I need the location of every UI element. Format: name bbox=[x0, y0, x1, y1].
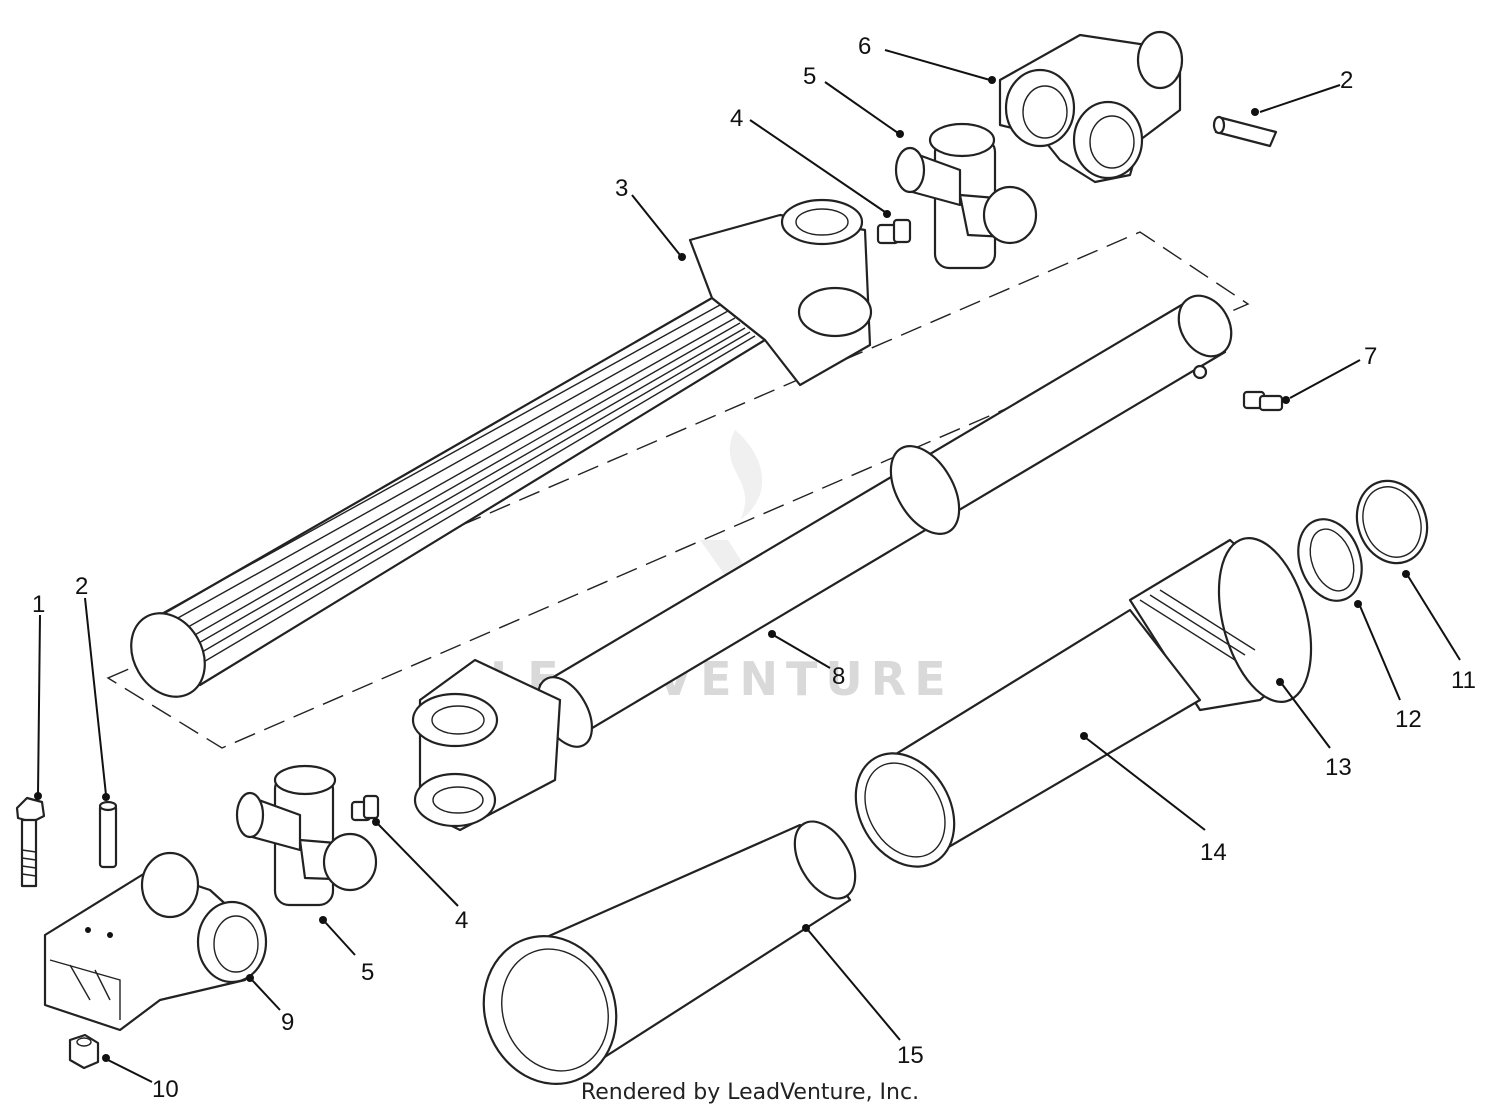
roll-pin-bottom bbox=[98, 800, 118, 869]
callout-3: 3 bbox=[615, 175, 628, 202]
callout-4-bottom: 4 bbox=[455, 907, 468, 934]
credit-text: Rendered by LeadVenture, Inc. bbox=[580, 1080, 920, 1105]
splined-shaft-yoke bbox=[130, 198, 873, 698]
callout-5-top: 5 bbox=[803, 63, 816, 90]
bearing-ring bbox=[1297, 518, 1363, 602]
grease-fitting-tube bbox=[1242, 390, 1284, 412]
end-yoke-top bbox=[998, 30, 1184, 184]
callout-15: 15 bbox=[897, 1042, 924, 1069]
callout-9: 9 bbox=[281, 1009, 294, 1036]
callout-8: 8 bbox=[832, 663, 845, 690]
callout-2-bottom: 2 bbox=[75, 573, 88, 600]
splined-yoke-bottom bbox=[43, 851, 268, 1032]
roll-pin-top bbox=[1212, 115, 1278, 148]
cross-bearing-top bbox=[894, 122, 1038, 270]
callout-13: 13 bbox=[1325, 754, 1352, 781]
callout-5-bottom: 5 bbox=[361, 959, 374, 986]
callout-2-top: 2 bbox=[1340, 67, 1353, 94]
callout-leaders bbox=[34, 49, 1461, 1083]
hex-bolt bbox=[15, 796, 46, 888]
callout-10: 10 bbox=[152, 1076, 179, 1103]
grease-fitting-top bbox=[876, 218, 912, 245]
cross-bearing-bottom bbox=[235, 764, 378, 907]
callout-12: 12 bbox=[1395, 706, 1422, 733]
shield-tube bbox=[854, 608, 1202, 868]
callout-11: 11 bbox=[1451, 667, 1476, 694]
callout-1: 1 bbox=[32, 591, 45, 618]
callout-7: 7 bbox=[1364, 343, 1377, 370]
snap-ring bbox=[1355, 479, 1429, 565]
callout-6: 6 bbox=[858, 33, 871, 60]
grease-fitting-bottom bbox=[350, 794, 380, 822]
hex-nut bbox=[68, 1033, 100, 1070]
inner-tube-yoke bbox=[411, 294, 1233, 832]
inner-shield-cone bbox=[482, 820, 857, 1086]
callout-14: 14 bbox=[1200, 839, 1227, 866]
callout-4-top: 4 bbox=[730, 105, 743, 132]
